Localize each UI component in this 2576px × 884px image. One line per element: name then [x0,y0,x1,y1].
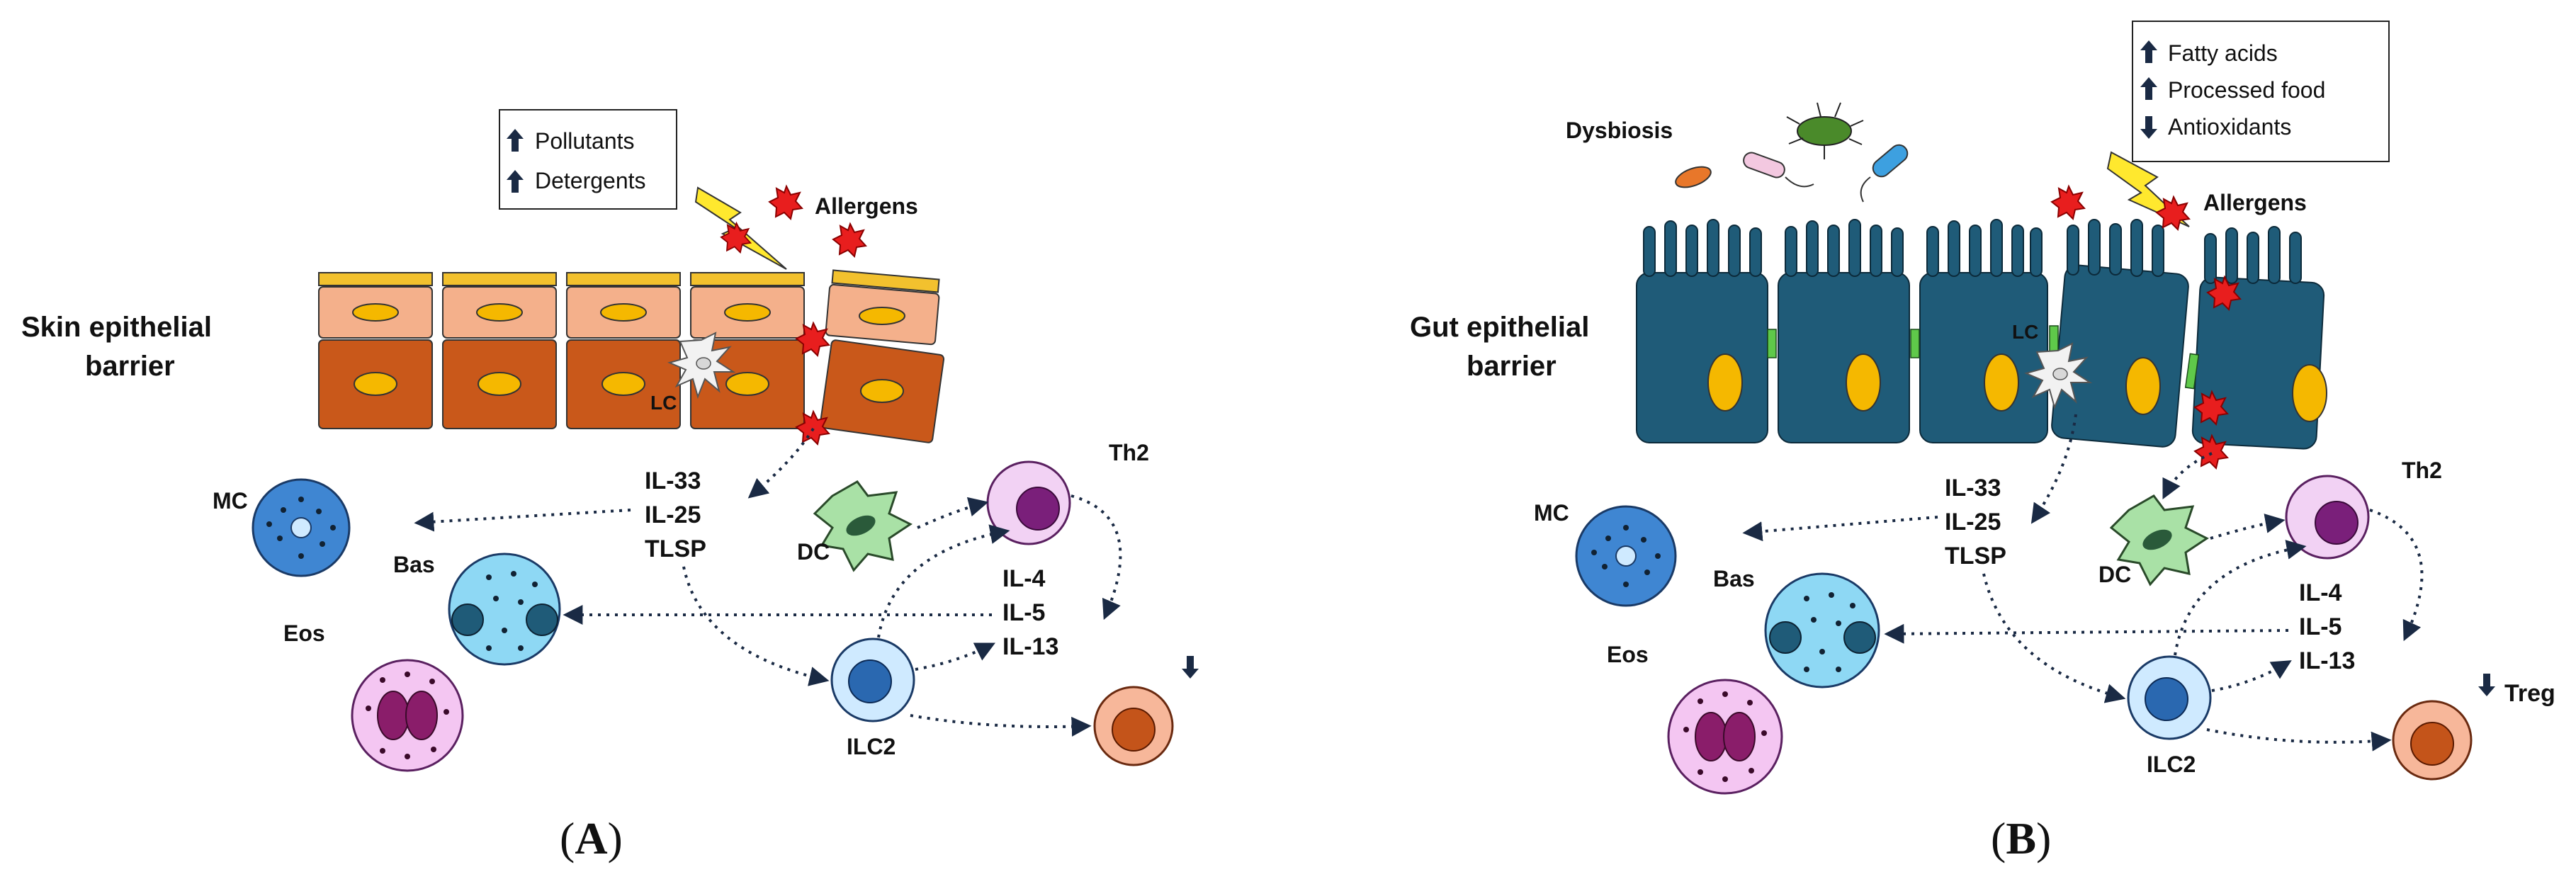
basophil-icon [448,552,561,666]
dendritic-cell-icon [2109,494,2209,586]
signal-arrows [1742,414,2424,752]
allergens-label: Allergens [815,193,918,219]
down-arrow-icon [1182,656,1199,679]
cytokine-il5: IL-5 [2299,613,2341,640]
ilc2-label: ILC2 [847,734,896,759]
diet-item-antioxidants: Antioxidants [2168,114,2291,140]
exposure-box [499,109,677,210]
cytokine-il13: IL-13 [2299,647,2355,674]
panel-b-label: (B) [1991,813,2051,863]
skin-barrier-label-line2: barrier [85,351,175,382]
cytokine-il5: IL-5 [1002,599,1045,626]
exposure-item-detergents: Detergents [535,168,646,193]
cytokine-il25: IL-25 [1945,509,2001,536]
diet-item-fatty-acids: Fatty acids [2168,40,2278,66]
eos-label: Eos [283,620,325,646]
down-arrow-icon [2478,674,2495,696]
mast-cell-icon [1575,505,1677,607]
mc-label: MC [213,488,248,514]
th2-label: Th2 [1109,440,1149,465]
treg-cell-icon [2392,700,2473,781]
gut-barrier-label-line2: barrier [1467,351,1557,382]
langerhans-cell-icon [667,332,736,400]
treg-label: Treg [2504,680,2555,707]
panel-b: Gut epithelial barrier Dysbiosis Fatty a… [1410,21,2555,863]
mast-cell-icon [252,478,351,577]
dc-label: DC [797,539,830,565]
bas-label: Bas [393,552,435,577]
th2-cell-icon [2285,475,2370,560]
bas-label: Bas [1713,566,1755,591]
dendritic-cell-icon [813,480,913,572]
dc-label: DC [2098,562,2131,587]
ilc2-cell-icon [2127,655,2212,740]
bacteria-icon [1675,102,1909,203]
langerhans-cell-icon [2024,342,2093,410]
th2-label: Th2 [2402,458,2442,483]
cytokine-il13: IL-13 [1002,633,1058,660]
cytokine-il25: IL-25 [645,502,701,528]
signal-arrows [414,427,1122,737]
lc-label: LC [2012,321,2038,343]
eosinophil-icon [1667,679,1783,795]
cytokine-il4: IL-4 [2299,579,2342,606]
lightning-icon [694,186,787,270]
skin-epithelium [318,269,945,443]
panel-a-label: (A) [560,813,623,863]
mc-label: MC [1534,500,1569,526]
gut-epithelium [1636,219,2327,450]
eos-label: Eos [1607,642,1649,667]
ilc2-label: ILC2 [2147,752,2196,777]
gut-barrier-label-line1: Gut epithelial [1410,312,1589,343]
allergens-label: Allergens [2203,190,2307,215]
eosinophil-icon [351,659,464,772]
treg-cell-icon [1093,686,1174,766]
allergen-icon [769,186,803,220]
basophil-icon [1764,572,1880,688]
cytokine-tlsp: TLSP [1945,543,2006,570]
lc-label: LC [650,392,677,414]
diet-item-processed-food: Processed food [2168,77,2325,103]
panel-a: Skin epithelial barrier [21,109,1199,863]
cytokine-il4: IL-4 [1002,565,1046,592]
diet-box [2132,21,2390,162]
skin-barrier-label-line1: Skin epithelial [21,312,212,343]
ilc2-cell-icon [830,638,915,722]
allergen-icon [721,222,752,254]
cytokine-il33: IL-33 [1945,475,2001,502]
cytokine-tlsp: TLSP [645,536,706,562]
allergen-icon [832,223,866,257]
allergen-icon [2051,186,2085,220]
exposure-item-pollutants: Pollutants [535,128,635,154]
cytokine-il33: IL-33 [645,468,701,494]
dysbiosis-label: Dysbiosis [1566,118,1673,143]
